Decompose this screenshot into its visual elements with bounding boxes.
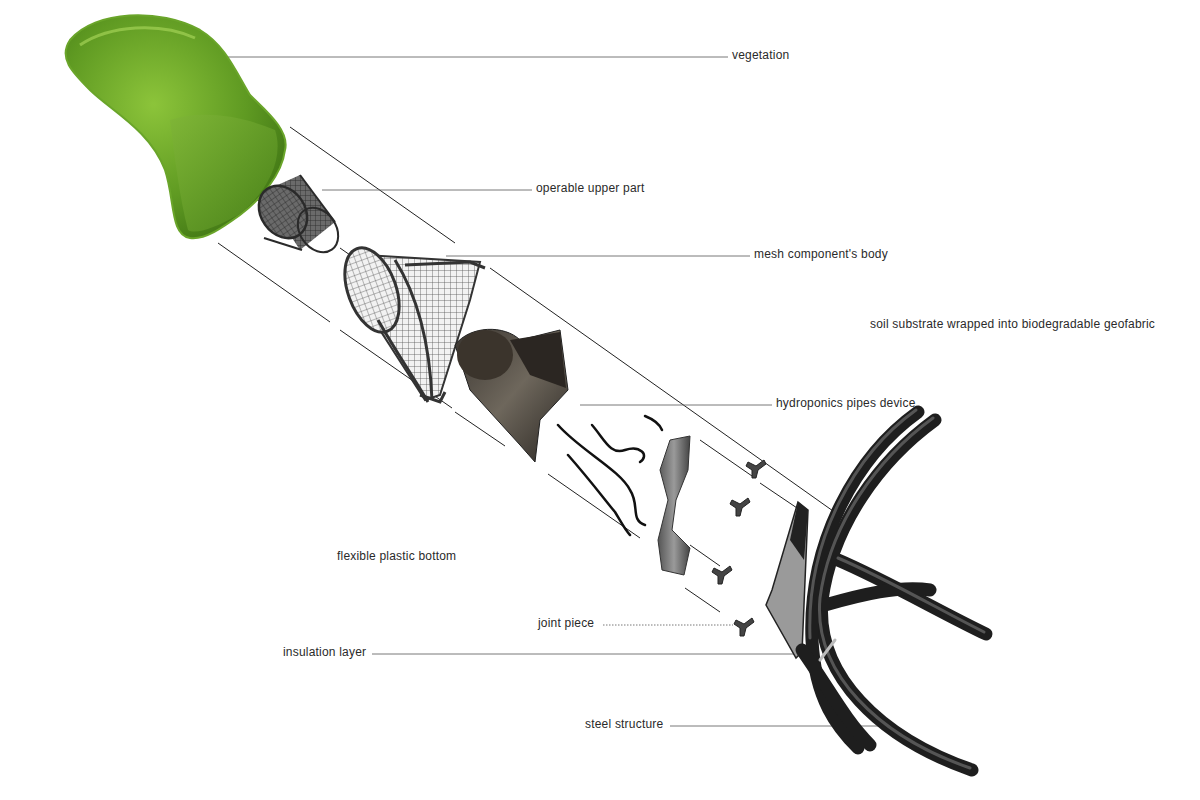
- part-label: hydroponics pipes device: [776, 396, 916, 411]
- part-label: operable upper part: [536, 181, 645, 196]
- projection-lines: [218, 127, 850, 612]
- insulation-plate: [766, 502, 808, 658]
- pipes-device: [558, 416, 662, 535]
- plastic-bottom: [658, 436, 690, 575]
- part-label: soil substrate wrapped into biodegradabl…: [870, 317, 1155, 332]
- basket-cylinder: [249, 175, 347, 260]
- soil-substrate: [455, 329, 568, 462]
- part-label: vegetation: [732, 48, 789, 63]
- part-label: joint piece: [538, 616, 594, 631]
- vegetation-layer: [66, 15, 286, 238]
- part-label: steel structure: [585, 717, 663, 732]
- part-label: mesh component's body: [754, 247, 888, 262]
- part-label: insulation layer: [283, 645, 366, 660]
- steel-structure: [802, 410, 986, 770]
- mesh-body: [334, 240, 485, 402]
- leader-lines: [222, 57, 888, 726]
- part-label: flexible plastic bottom: [337, 549, 456, 564]
- joint-pieces: [712, 460, 766, 636]
